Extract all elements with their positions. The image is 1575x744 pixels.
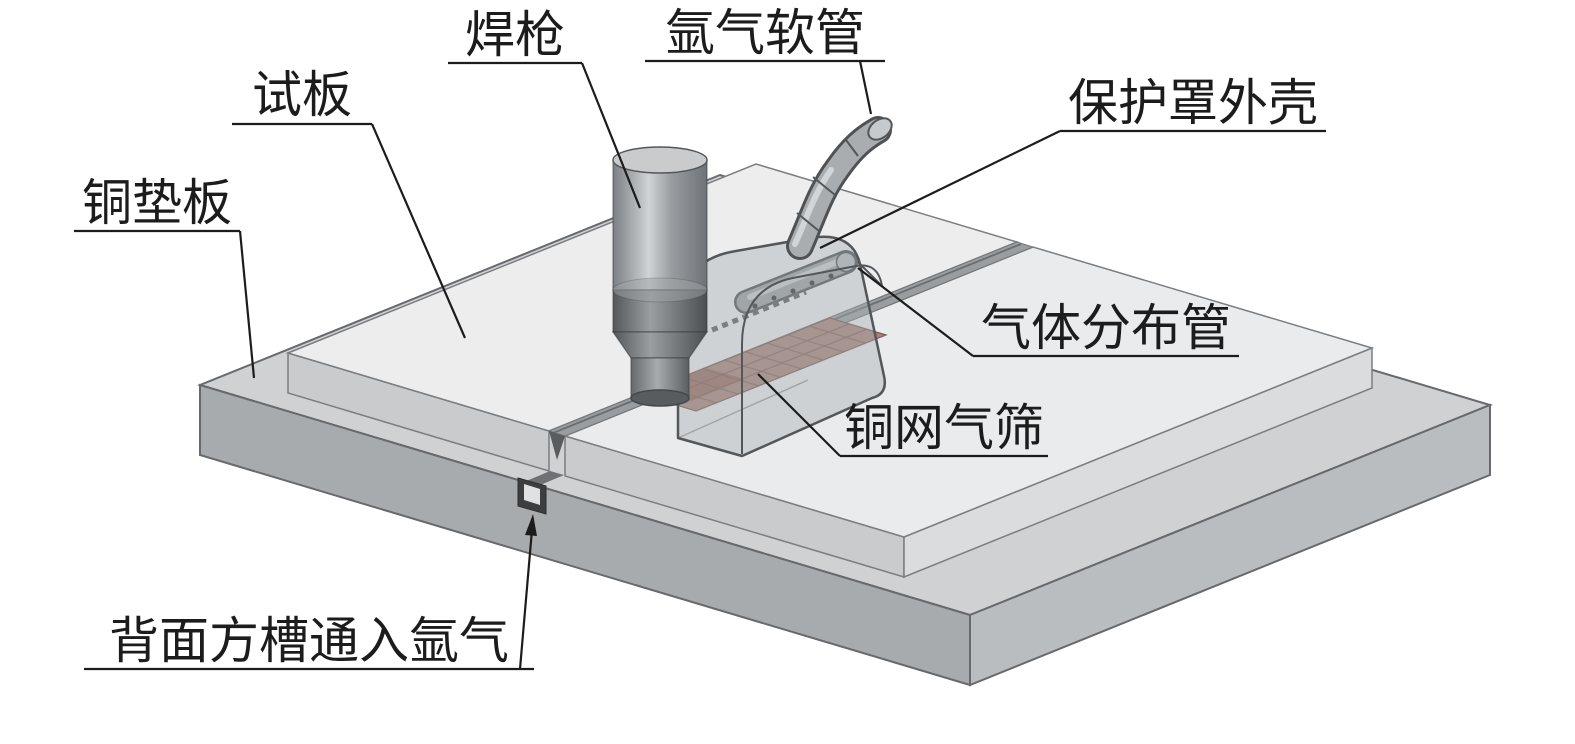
label-test-plate: 试板 <box>252 67 352 123</box>
welding-torch <box>611 146 709 407</box>
tube-highlight <box>747 257 845 300</box>
mesh-hatch-line <box>808 325 866 344</box>
groove-notch-channel <box>524 484 540 505</box>
mesh-hatch-line <box>766 342 824 361</box>
mesh-hatch-line <box>745 351 803 370</box>
callout-back-groove-argon-inlet: 背面方槽通入氩气 <box>84 514 537 671</box>
tube-body <box>736 252 856 312</box>
label-protective-cover-shell: 保护罩外壳 <box>1068 75 1318 131</box>
cover-right-top-edge <box>857 261 881 285</box>
label-back-groove-argon-inlet-leader <box>518 517 535 670</box>
callout-copper-backing-plate: 铜垫板 <box>74 175 256 379</box>
tube-hole <box>809 280 815 286</box>
callout-copper-mesh-gas-sieve: 铜网气筛 <box>757 373 1048 458</box>
backing-plate-front-right-face <box>969 403 1491 687</box>
torch-upper-body <box>612 159 708 291</box>
mesh-hatch-line <box>676 328 868 406</box>
torch-top-cap <box>612 146 708 174</box>
label-copper-backing-plate: 铜垫板 <box>82 175 232 231</box>
hose-band <box>796 212 820 232</box>
hose-end-cap <box>867 117 893 141</box>
label-welding-torch-leader <box>580 62 642 209</box>
label-test-plate-leader <box>370 123 467 339</box>
hose-band <box>845 139 859 157</box>
mesh-hatch-line <box>681 376 739 395</box>
cover-front-rim <box>741 264 883 454</box>
hose-highlight <box>792 167 834 247</box>
mesh-hatch-line <box>723 359 781 378</box>
label-protective-cover-shell-leader <box>819 130 1061 249</box>
gas-distribution-tube <box>711 250 858 333</box>
leader-arrowhead <box>525 514 537 536</box>
callout-protective-cover-shell: 保护罩外壳 <box>819 75 1326 249</box>
mesh-hatch-line <box>787 334 845 353</box>
label-copper-mesh-gas-sieve: 铜网气筛 <box>844 400 1044 456</box>
torch-nozzle-tip <box>630 389 690 407</box>
label-copper-backing-plate-leader <box>238 230 256 379</box>
tube-slot-strip <box>711 289 807 333</box>
label-welding-torch: 焊枪 <box>465 7 565 63</box>
label-argon-hose-leader <box>858 60 873 115</box>
callout-test-plate: 试板 <box>232 67 467 339</box>
mesh-hatch-line <box>702 368 760 387</box>
back-square-groove <box>517 471 564 515</box>
tube-hole <box>828 273 834 279</box>
label-argon-hose: 氩气软管 <box>665 5 865 61</box>
tube-hole <box>752 303 758 309</box>
tube-hole <box>771 295 777 301</box>
callout-gas-distribution-tube: 气体分布管 <box>857 267 1239 358</box>
tube-hole <box>790 288 796 294</box>
argon-gas-hose <box>786 116 893 260</box>
label-copper-mesh-gas-sieve-leader <box>757 373 841 457</box>
callout-argon-hose: 氩气软管 <box>645 5 885 115</box>
callout-welding-torch: 焊枪 <box>448 7 642 209</box>
mesh-hatch-line <box>658 323 850 401</box>
label-gas-distribution-tube-leader <box>857 267 974 357</box>
torch-collar-rim <box>612 277 708 303</box>
label-back-groove-argon-inlet: 背面方槽通入氩气 <box>109 613 509 669</box>
label-gas-distribution-tube: 气体分布管 <box>981 300 1231 356</box>
seam-v-groove-front <box>549 431 565 460</box>
hose-band <box>812 176 836 196</box>
